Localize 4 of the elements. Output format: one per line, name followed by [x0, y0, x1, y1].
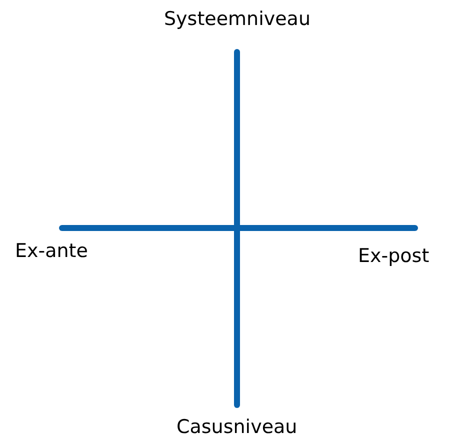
axis-label: Ex-ante — [15, 240, 88, 263]
axis-label: Ex-post — [358, 245, 430, 268]
axis-label: Casusniveau — [176, 416, 298, 439]
axis-label: Systeemniveau — [164, 8, 310, 31]
